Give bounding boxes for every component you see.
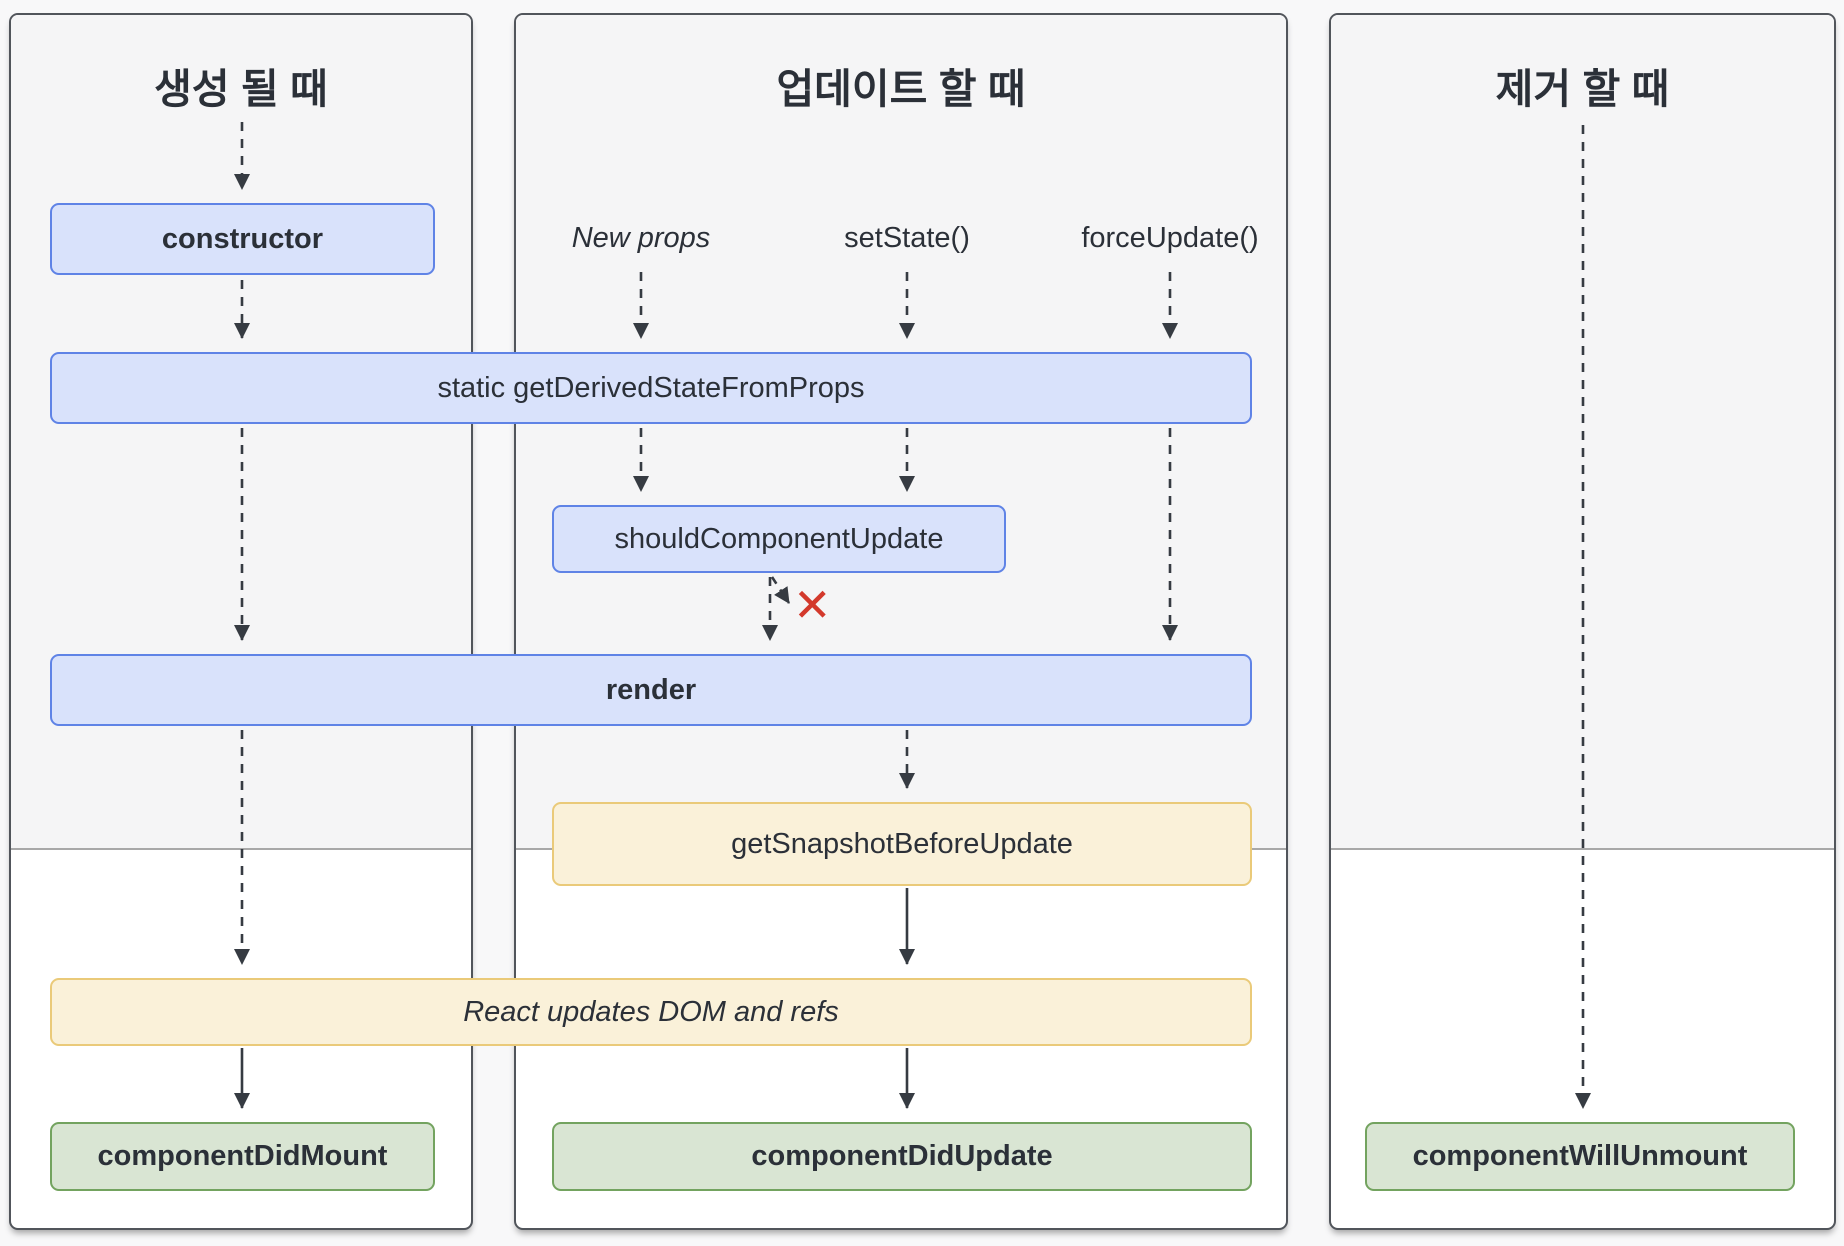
box-component-will-unmount[interactable]: componentWillUnmount (1365, 1122, 1795, 1191)
box-component-did-update[interactable]: componentDidUpdate (552, 1122, 1252, 1191)
box-render[interactable]: render (50, 654, 1252, 726)
panel-unmounting: 제거 할 때 (1329, 13, 1836, 1230)
label-new-props: New props (571, 222, 711, 254)
panel-mounting: 생성 될 때 (9, 13, 473, 1230)
label-force-update: forceUpdate() (1081, 222, 1259, 254)
box-constructor[interactable]: constructor (50, 203, 435, 275)
panel-title-mounting: 생성 될 때 (154, 66, 328, 112)
box-should-component-update[interactable]: shouldComponentUpdate (552, 505, 1006, 573)
panel-title-unmounting: 제거 할 때 (1495, 66, 1670, 112)
panel-title-updating: 업데이트 할 때 (776, 66, 1026, 112)
panel-updating: 업데이트 할 때 (514, 13, 1288, 1230)
box-get-derived-state-from-props[interactable]: static getDerivedStateFromProps (50, 352, 1252, 424)
box-component-did-mount[interactable]: componentDidMount (50, 1122, 435, 1191)
label-set-state: setState() (844, 222, 970, 254)
box-react-updates-dom[interactable]: React updates DOM and refs (50, 978, 1252, 1046)
box-get-snapshot-before-update[interactable]: getSnapshotBeforeUpdate (552, 802, 1252, 886)
render-phase-region (1331, 15, 1834, 850)
blocked-x-icon: ✕ (793, 578, 832, 632)
